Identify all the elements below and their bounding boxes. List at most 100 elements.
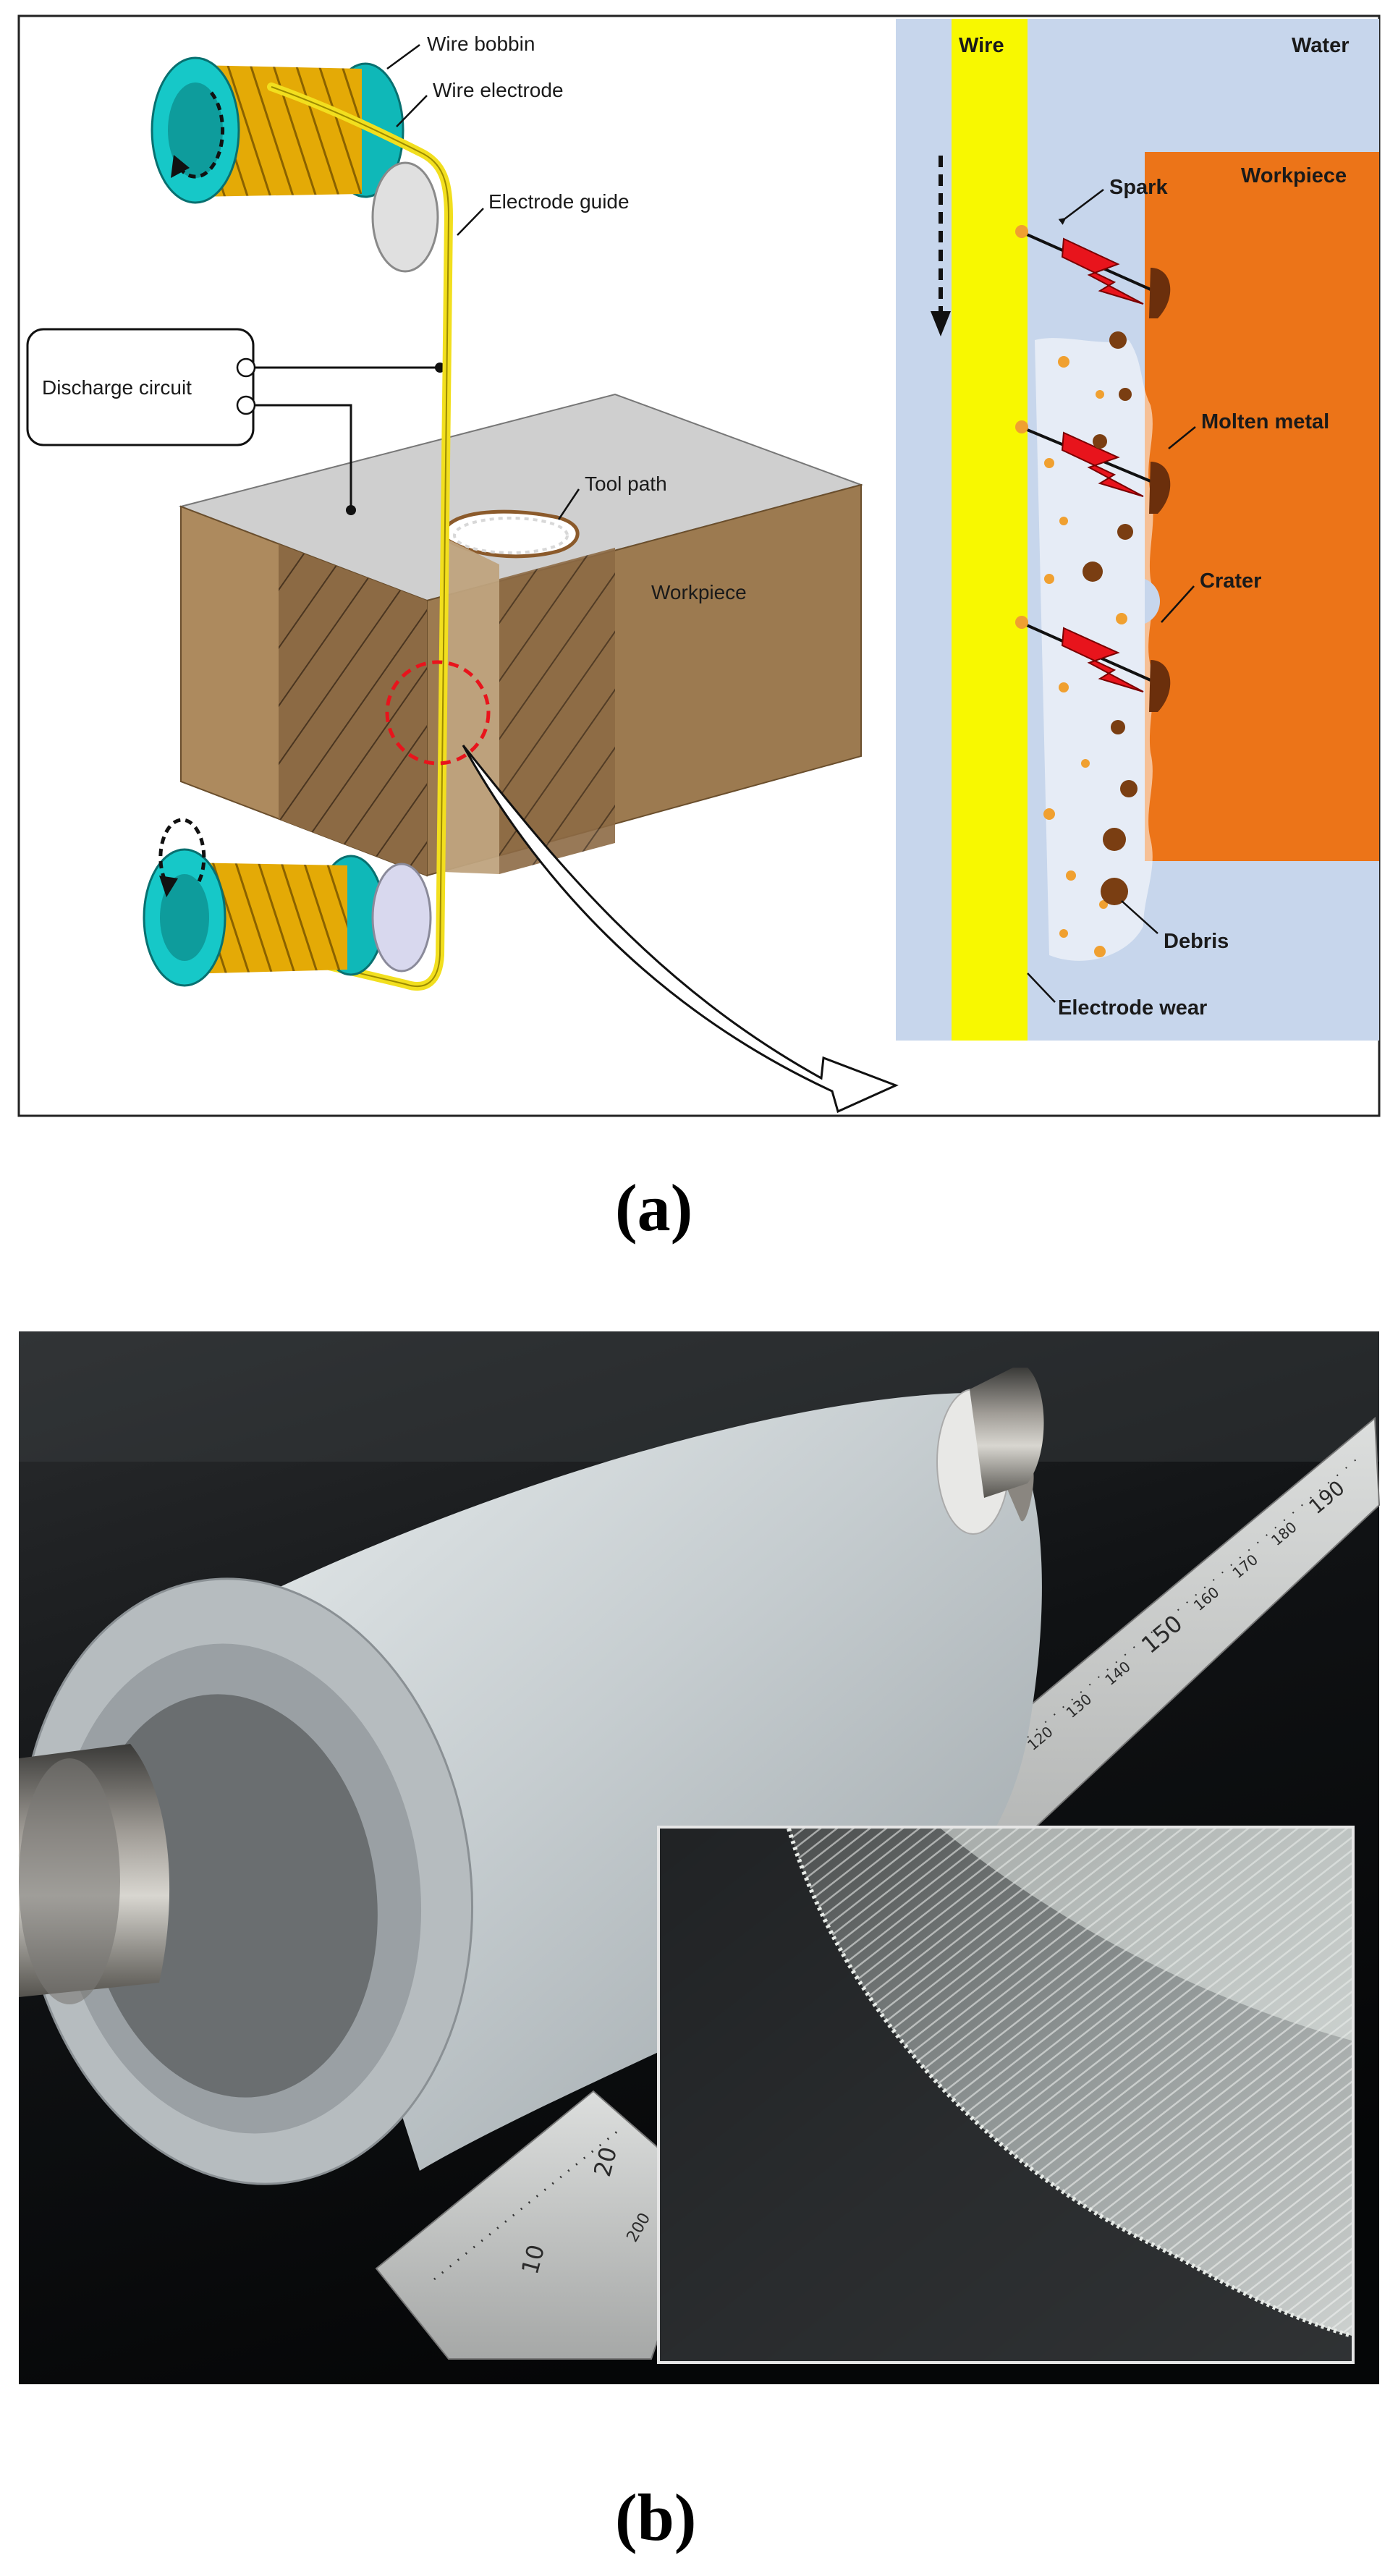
- wire-bobbin-label: Wire bobbin: [427, 33, 535, 55]
- tool-path-label: Tool path: [585, 473, 667, 495]
- wire-electrode-edge: [271, 86, 450, 988]
- wire-electrode-leader: [396, 95, 428, 127]
- debris: [1059, 517, 1068, 525]
- debris: [1059, 682, 1069, 692]
- workpiece-label-left: Workpiece: [651, 581, 747, 603]
- workpiece-hatched-cut-face-right: [499, 548, 615, 874]
- bottom-bobbin-rotation-arrowhead: [159, 876, 178, 897]
- workpiece-hatched-cut-face: [279, 544, 427, 876]
- debris: [1119, 388, 1132, 401]
- caption-b: (b): [615, 2480, 696, 2554]
- spark-1: [1015, 225, 1151, 305]
- molten-metal-label: Molten metal: [1201, 410, 1329, 433]
- water-label: Water: [1292, 34, 1350, 57]
- circuit-terminal-bottom: [236, 395, 256, 415]
- workpiece-orange-region: [1145, 152, 1379, 861]
- debris: [1081, 759, 1090, 768]
- edm-schematic: Discharge circuit: [26, 33, 899, 1114]
- spark-2-bolt: [1061, 431, 1144, 497]
- debris: [1058, 356, 1069, 368]
- electrode-wear-leader: [1027, 973, 1056, 1003]
- debris-leader: [1121, 900, 1158, 934]
- circuit-wire-to-workpiece: [255, 404, 352, 507]
- debris: [1103, 828, 1126, 851]
- debris: [1111, 720, 1125, 734]
- bottom-bobbin-hub: [160, 874, 209, 961]
- debris: [1101, 878, 1128, 905]
- crater-notch: [1145, 579, 1160, 624]
- debris: [1066, 870, 1076, 881]
- caption-a: (a): [615, 1171, 692, 1245]
- wire-bobbin-leader: [386, 43, 420, 70]
- electrode-guide-top: [371, 161, 439, 273]
- textured-roll: [19, 1368, 1044, 2185]
- roll-journal-right: [970, 1368, 1044, 1498]
- debris: [1109, 331, 1127, 349]
- debris-particles: [1043, 331, 1138, 957]
- top-bobbin-coil: [195, 65, 362, 197]
- circuit-node-electrode: [435, 363, 445, 373]
- top-bobbin-rotation-arrow: [178, 91, 225, 179]
- workpiece-block: [178, 393, 864, 877]
- wire-label: Wire: [959, 34, 1004, 57]
- discharge-circuit-box: [26, 328, 255, 446]
- top-bobbin-rotation-arrowhead: [171, 155, 190, 178]
- tool-path-leader: [557, 488, 580, 520]
- electrode-wear-label: Electrode wear: [1058, 996, 1207, 1020]
- spark-2-origin: [1015, 420, 1028, 433]
- debris: [1120, 780, 1138, 797]
- spark-3-bolt: [1061, 627, 1144, 692]
- electrode-guide-leader: [457, 208, 484, 236]
- inset-dark-surface: [660, 1829, 1352, 2361]
- bottom-bobbin-rotation-arrow: [158, 818, 206, 887]
- wire-electrode-label: Wire electrode: [433, 79, 564, 101]
- edm-detail: Wire Water Workpiece Spark Molten metal …: [896, 19, 1379, 1041]
- discharge-circuit-label: Discharge circuit: [42, 376, 192, 399]
- magnified-region-marker: [385, 660, 491, 766]
- spark-3-origin: [1015, 616, 1028, 629]
- debris: [1117, 524, 1133, 540]
- spark-3: [1015, 616, 1151, 692]
- debris: [1116, 613, 1127, 624]
- magnification-arrow: [462, 745, 899, 1114]
- spark-1-bolt: [1061, 237, 1144, 305]
- debris: [1044, 574, 1054, 584]
- molten-metal-1: [1149, 268, 1171, 318]
- panel-b-photo: 90 100 110 120 130 140 150 160 170 180 1…: [19, 1331, 1381, 2384]
- debris: [1059, 929, 1068, 938]
- crater-leader: [1161, 585, 1195, 623]
- bottom-wire-bobbin: [143, 818, 432, 987]
- debris-label: Debris: [1164, 930, 1229, 953]
- panel-a: Discharge circuit: [17, 14, 1381, 1117]
- roll-end-recess: [85, 1694, 378, 2098]
- inset-ridge-edge: [787, 1828, 1352, 2338]
- debris: [1096, 390, 1104, 399]
- circuit-node-workpiece: [346, 505, 356, 515]
- workpiece-slot-channel: [443, 537, 499, 874]
- debris: [1044, 458, 1054, 468]
- wire-motion-arrowhead: [931, 311, 951, 336]
- workpiece-label-right: Workpiece: [1241, 164, 1347, 187]
- inset-magnified-view: [657, 1826, 1355, 2364]
- spark-leader: [1058, 189, 1104, 225]
- top-bobbin-hub: [168, 82, 223, 178]
- spark-label: Spark: [1109, 176, 1168, 199]
- inset-highlight: [941, 1829, 1352, 2041]
- debris: [1043, 808, 1055, 820]
- tool-path-rim: [453, 517, 569, 554]
- debris: [1094, 946, 1106, 957]
- electrode-guide-label: Electrode guide: [488, 190, 630, 213]
- bottom-bobbin-coil: [185, 863, 347, 974]
- spark-1-origin: [1015, 225, 1028, 238]
- debris: [1099, 900, 1108, 909]
- spark-2: [1015, 420, 1151, 497]
- molten-metal-3: [1149, 660, 1171, 712]
- debris: [1093, 434, 1107, 449]
- circuit-terminal-top: [236, 357, 256, 378]
- molten-metal-leader: [1168, 426, 1196, 449]
- electrode-guide-bottom: [371, 863, 432, 973]
- top-wire-bobbin: [151, 56, 404, 204]
- molten-metal-2: [1149, 462, 1171, 514]
- roll-shaft-left-end: [19, 1758, 120, 2004]
